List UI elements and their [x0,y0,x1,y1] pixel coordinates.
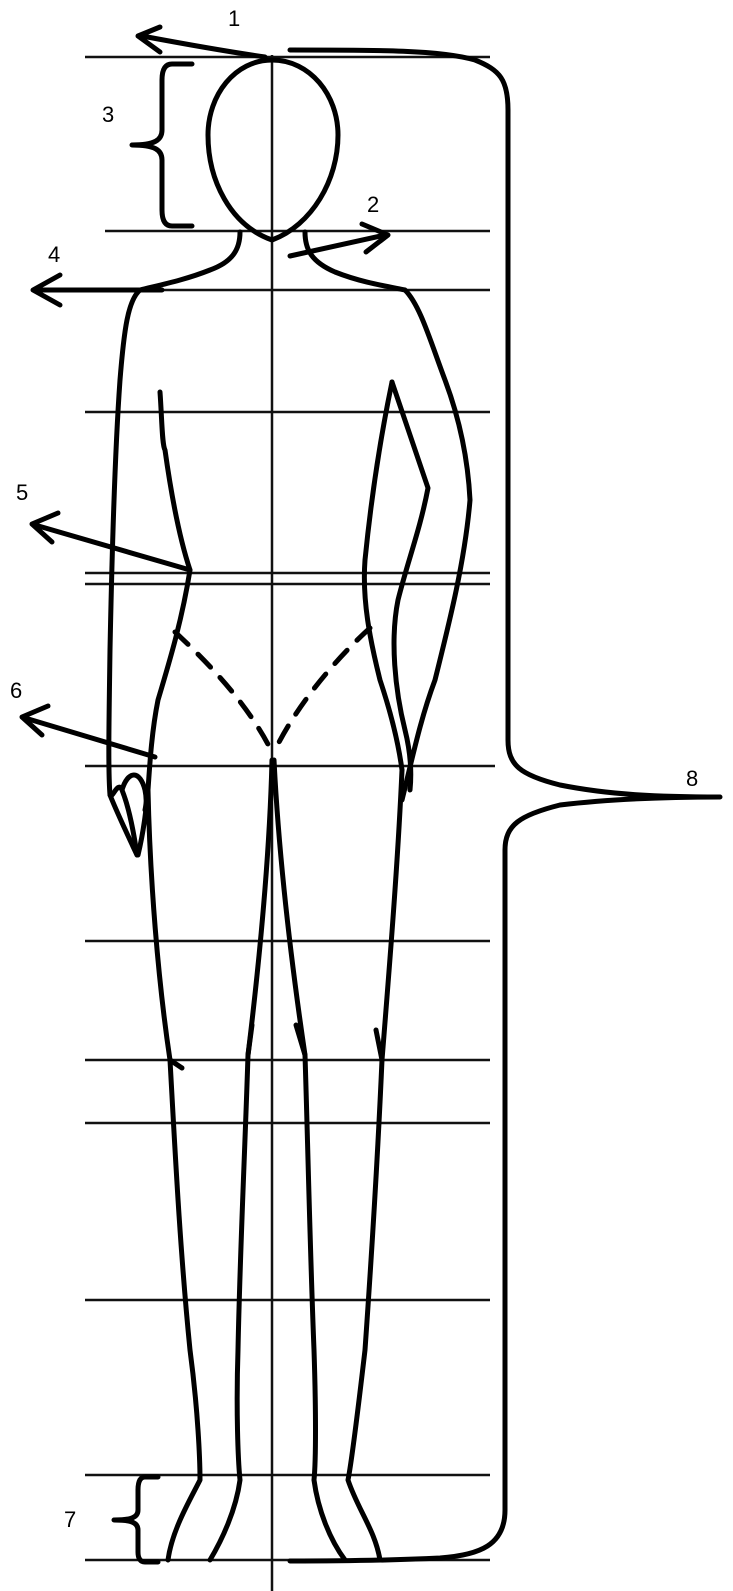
label-1: 1 [228,6,240,31]
label-5: 5 [16,480,28,505]
figure-outline [109,60,470,1560]
arrow-6 [22,706,155,757]
arrow-1 [138,27,265,57]
right-hip-dashed-line [276,628,370,748]
right-outer-leg [348,770,402,1560]
left-outer-leg [148,790,200,1560]
label-4: 4 [48,242,60,267]
label-6: 6 [10,678,22,703]
right-inner-arm [392,382,428,790]
left-inner-leg [210,760,272,1560]
foot-height-brace [114,1477,158,1562]
label-3: 3 [102,102,114,127]
label-7: 7 [64,1507,76,1532]
right-knee-mark [376,1030,382,1060]
left-hip-dashed-line [175,632,270,748]
label-2: 2 [367,192,379,217]
head-height-brace [132,64,192,226]
arrow-4 [33,275,162,305]
right-torso-arm [305,232,470,800]
right-elbow-curve [364,382,402,770]
left-torso-arm [109,232,240,855]
right-inner-leg [274,760,345,1560]
label-8: 8 [686,766,698,791]
